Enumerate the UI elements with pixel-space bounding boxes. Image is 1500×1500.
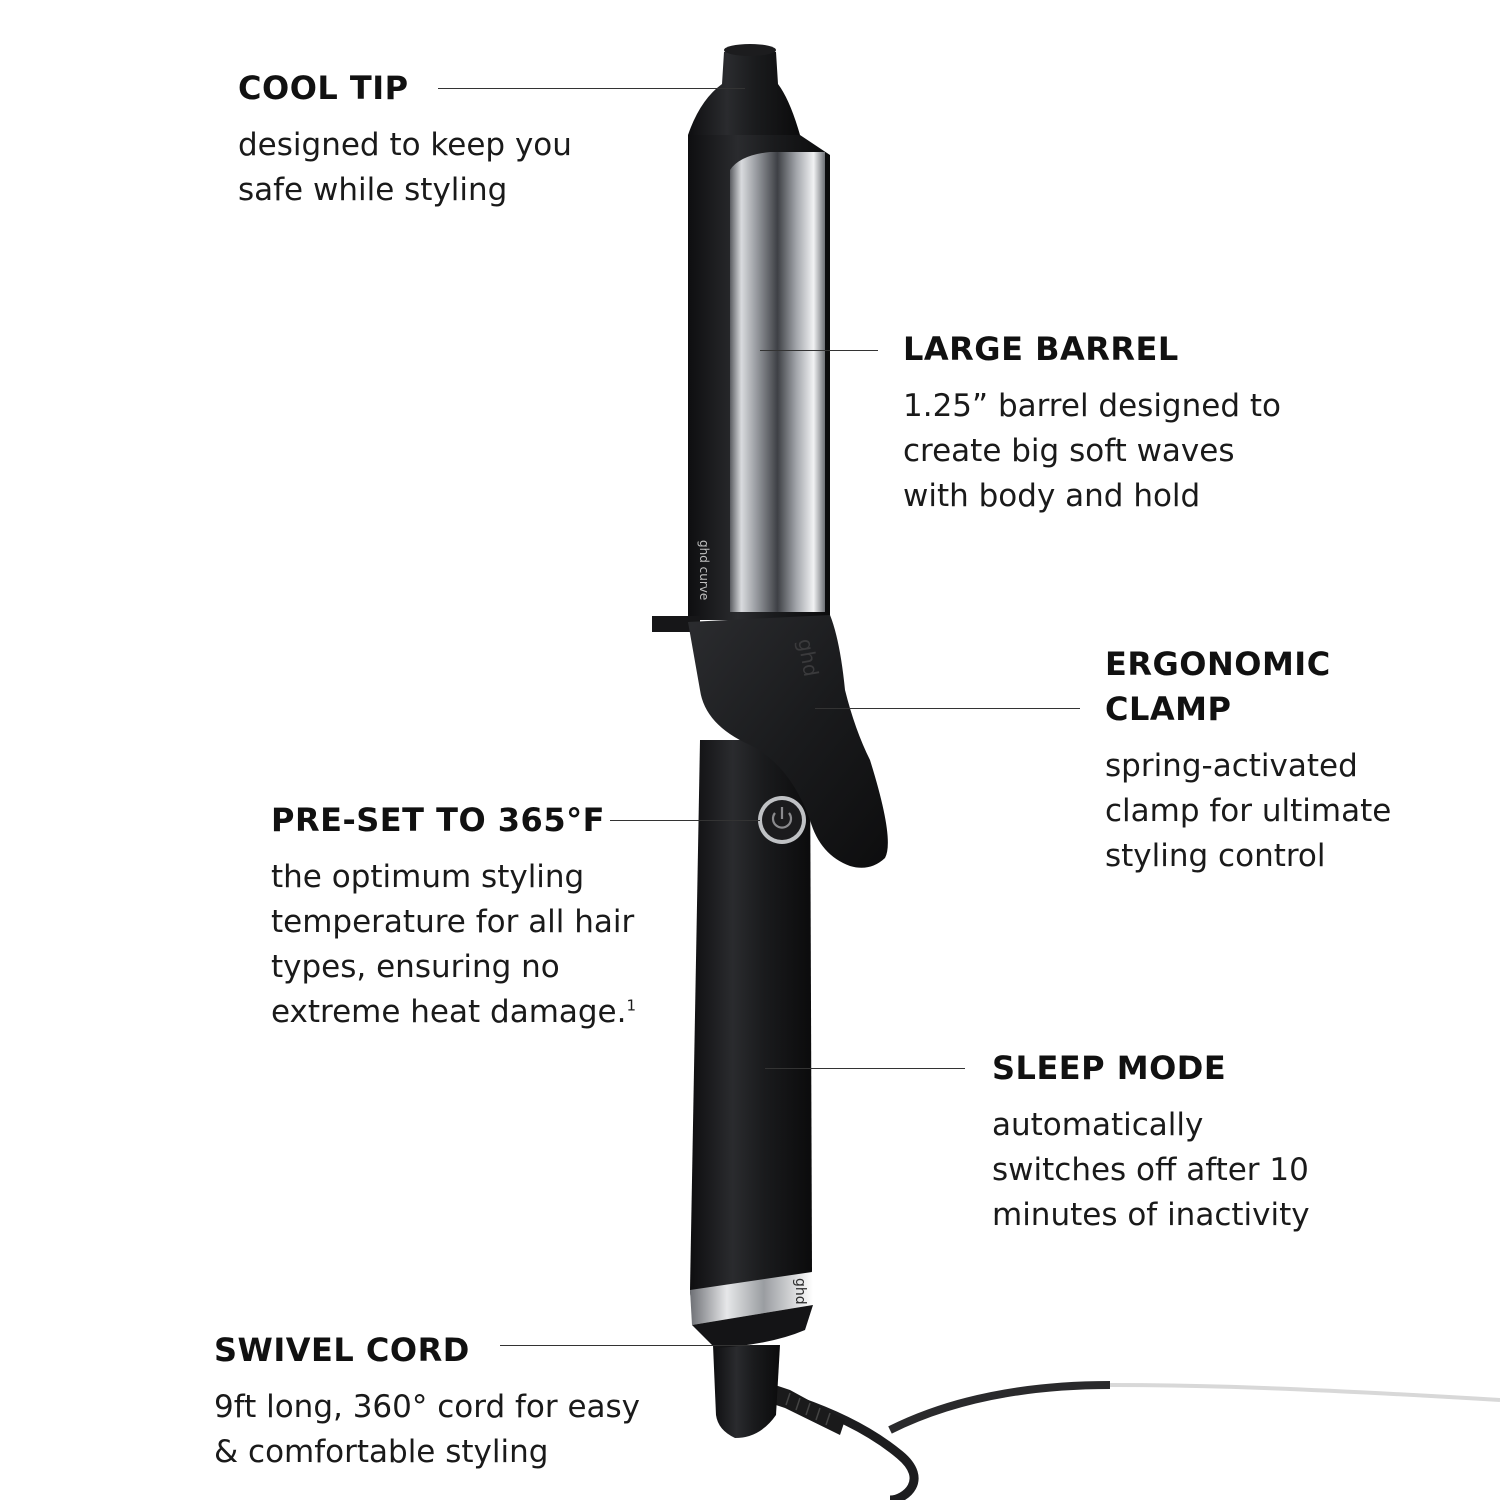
large-barrel-leader [760,350,878,351]
preset-temp-callout: PRE-SET TO 365°F the optimum styling tem… [271,798,636,1035]
stand-tab [652,616,700,632]
wand-handle [690,740,812,1312]
ergonomic-clamp-callout: ERGONOMIC CLAMP spring-activated clamp f… [1105,642,1391,879]
ring-logo: ghd [792,1278,808,1305]
cool-tip-title: COOL TIP [238,69,409,107]
large-barrel-title: LARGE BARREL [903,330,1179,368]
preset-temp-description: the optimum styling temperature for all … [271,859,637,1030]
barrel-text: ghd curve [697,540,711,600]
power-cord [755,1380,1500,1500]
footnote-marker: 1 [626,996,637,1015]
ergonomic-clamp-leader [815,708,1080,709]
swivel-cord-description: 9ft long, 360° cord for easy & comfortab… [214,1389,641,1470]
large-barrel-description: 1.25” barrel designed to create big soft… [903,388,1281,514]
ergonomic-clamp-title: ERGONOMIC CLAMP [1105,645,1331,728]
cool-tip-leader [438,88,745,89]
swivel-cord-title: SWIVEL CORD [214,1331,470,1369]
large-barrel-callout: LARGE BARREL 1.25” barrel designed to cr… [903,327,1281,519]
swivel-cord-leader [500,1345,750,1346]
chrome-ring [690,1272,813,1325]
power-icon[interactable] [758,796,806,844]
cool-tip-callout: COOL TIP designed to keep you safe while… [238,66,572,213]
sleep-mode-description: automatically switches off after 10 minu… [992,1107,1310,1233]
cool-tip-description: designed to keep you safe while styling [238,127,572,208]
chrome-barrel [730,152,825,612]
cool-tip [688,48,800,135]
swivel-cord-callout: SWIVEL CORD 9ft long, 360° cord for easy… [214,1328,640,1475]
sleep-mode-leader [765,1068,965,1069]
ergonomic-clamp [688,615,888,868]
preset-temp-leader [610,820,760,821]
sleep-mode-callout: SLEEP MODE automatically switches off af… [992,1046,1310,1238]
swivel-base [713,1345,780,1438]
preset-temp-title: PRE-SET TO 365°F [271,801,605,839]
ergonomic-clamp-description: spring-activated clamp for ultimate styl… [1105,748,1392,874]
sleep-mode-title: SLEEP MODE [992,1049,1227,1087]
